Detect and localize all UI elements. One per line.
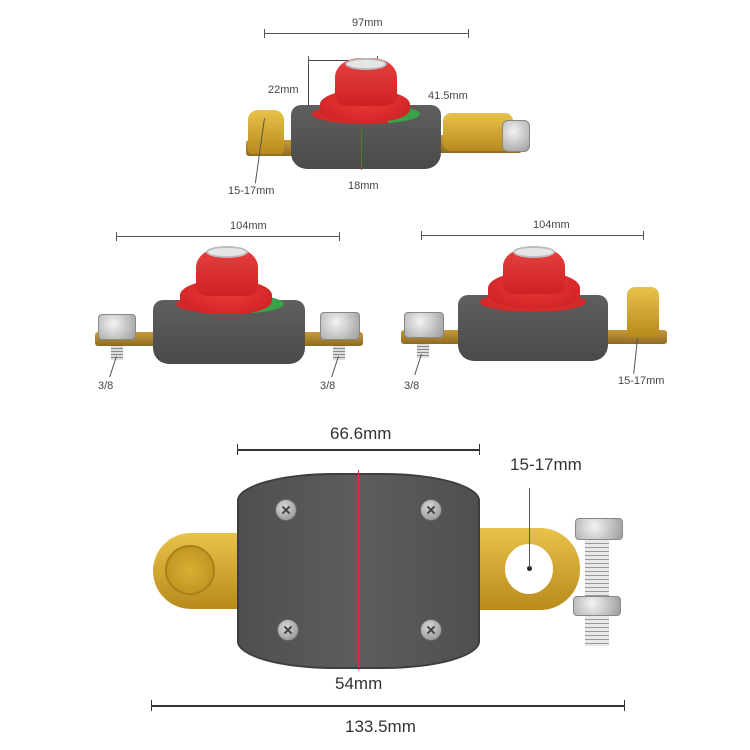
post-label: 15-17mm [228, 185, 275, 197]
center-mark [361, 128, 362, 170]
left-stud-nut [98, 314, 136, 340]
base-width-dimension-line [237, 445, 480, 454]
knob-height-line [308, 60, 309, 108]
left-battery-post [248, 110, 284, 154]
left-stud-nut [404, 312, 444, 338]
post-label: 15-17mm [618, 375, 665, 387]
screw-top-left [275, 499, 297, 521]
base-depth-label: 54mm [335, 674, 383, 693]
width-dimension-line [421, 231, 644, 240]
width-label: 97mm [352, 17, 383, 29]
clamp-bolt-head [575, 518, 623, 540]
left-stud-label: 3/8 [404, 380, 420, 392]
clamp-leader [529, 488, 530, 568]
overall-length-label: 133.5mm [345, 717, 416, 736]
clamp-bolt-end [585, 616, 609, 646]
knob-face [206, 246, 248, 258]
width-dimension-line [116, 232, 340, 241]
clamp-center-dot [527, 566, 532, 571]
knob-diameter-label: 41.5mm [428, 90, 468, 102]
width-label: 104mm [230, 220, 267, 232]
knob-face [345, 58, 387, 70]
base-width-label: 66.6mm [330, 424, 392, 443]
right-battery-clamp [443, 113, 513, 151]
width-dimension-line [264, 29, 469, 38]
knob-height-label: 22mm [268, 84, 299, 96]
screw-bottom-left [277, 619, 299, 641]
clamp-bolt [502, 120, 530, 152]
screw-top-right [420, 499, 442, 521]
left-stud-label: 3/8 [98, 380, 114, 392]
left-stud-thread [417, 344, 429, 358]
clamp-label: 15-17mm [510, 455, 582, 474]
screw-bottom-right [420, 619, 442, 641]
center-mark [358, 470, 359, 670]
battery-post [627, 287, 659, 337]
base-height-label: 18mm [348, 180, 379, 192]
right-stud-thread [333, 346, 345, 360]
left-post-hole [165, 545, 215, 595]
right-stud-label: 3/8 [320, 380, 336, 392]
right-stud-nut [320, 312, 360, 340]
left-stud-thread [111, 346, 123, 360]
clamp-nut [573, 596, 621, 616]
overall-length-dimension-line [151, 701, 625, 710]
width-label: 104mm [533, 219, 570, 231]
knob-face [513, 246, 555, 258]
